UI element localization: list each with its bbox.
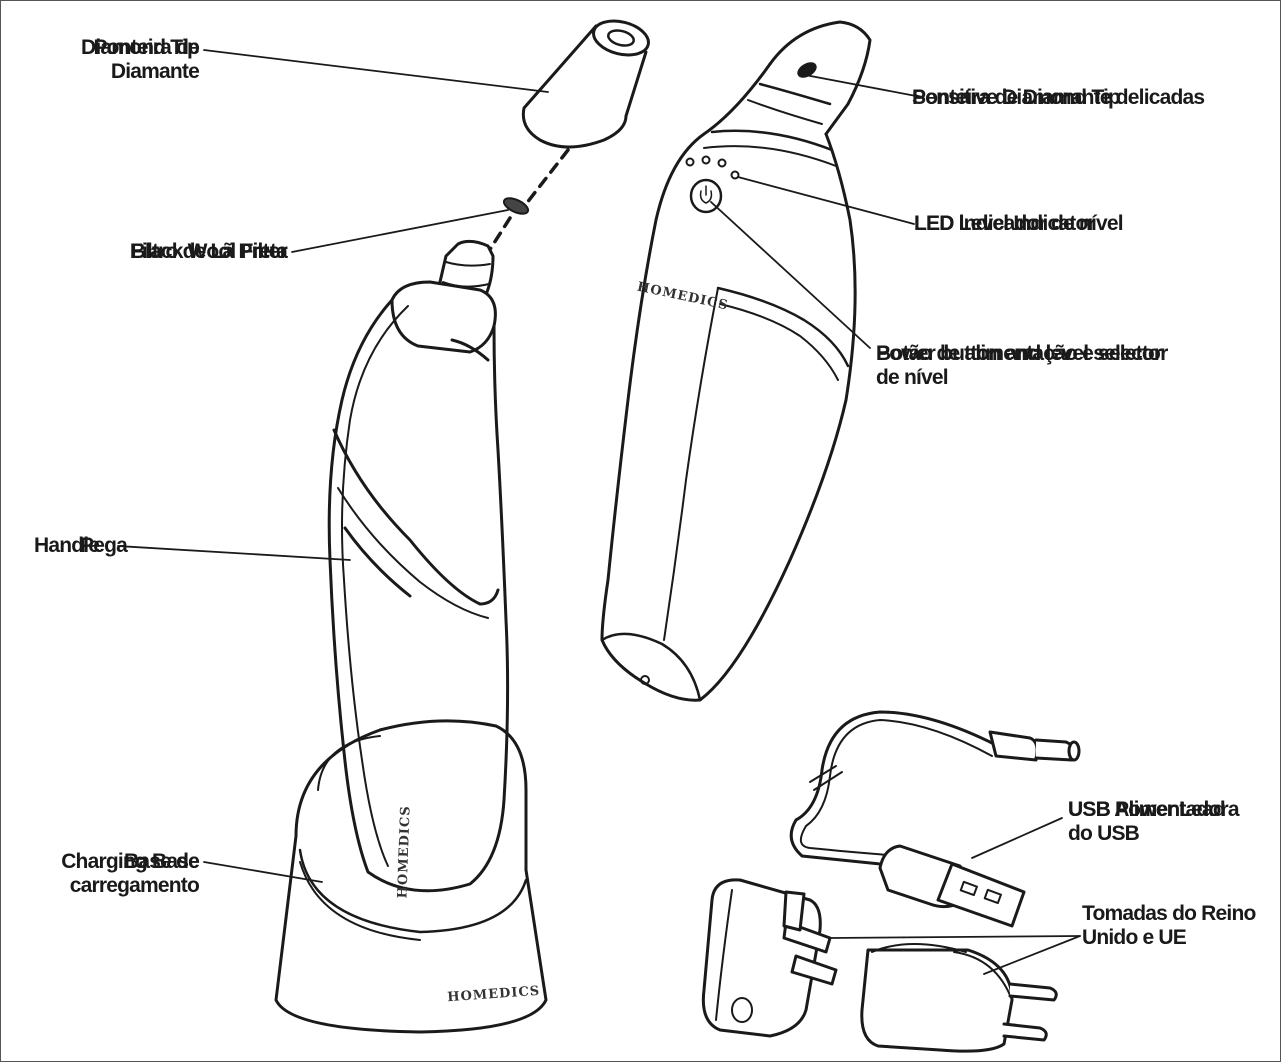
label-usb-lead-pt: USB Alimentadora do USB — [1068, 798, 1240, 845]
charging-base-part — [274, 719, 548, 1034]
brand-logo-base: HOMEDICS — [447, 984, 541, 1005]
label-usb-lead: USB Power Lead USB Alimentadora do USB — [1068, 798, 1240, 846]
label-charging-base-pt: Base de carregamento — [69, 850, 200, 897]
uk-plug-part — [701, 878, 838, 1038]
brand-logo-handle: HOMEDICS — [395, 805, 413, 898]
label-power-button-en: Power button and level selector — [876, 342, 1168, 365]
handle-part — [327, 239, 510, 893]
label-diamond-tip-en: Diamond Tip — [81, 36, 200, 59]
label-led-indicator-en: LED Level Indicator — [914, 212, 1096, 235]
label-wool-filter: Black Wool Filter Filtro de Lã Preta — [129, 240, 288, 264]
label-diamond-tip-pt: Ponteira de Diamante — [93, 36, 199, 83]
label-plugs: Tomadas do Reino Unido e UE — [1082, 902, 1256, 950]
label-diamond-tip: Diamond Tip Ponteira de Diamante — [81, 36, 200, 84]
label-handle-en: Handle — [34, 534, 100, 557]
leader-lines — [117, 49, 1081, 975]
label-wool-filter-en: Black Wool Filter — [130, 240, 288, 263]
label-power-button-pt: Botão de alimentação e seletor de nível — [876, 342, 1162, 389]
label-sensitive-tip-pt: Ponteira de Diamante delicadas — [912, 86, 1205, 109]
label-power-button: Power button and level selector Botão de… — [876, 342, 1168, 390]
wool-filter-part — [502, 197, 530, 215]
brand-logo-unit: HOMEDICS — [636, 280, 730, 314]
label-handle: Handle Pega — [34, 534, 128, 558]
label-plugs-pt: Tomadas do Reino Unido e UE — [1082, 902, 1256, 949]
label-charging-base-en: Charging Base — [61, 850, 200, 873]
diamond-tip-part — [521, 19, 650, 149]
label-sensitive-tip: Sensitive Diamond Tip Ponteira de Diaman… — [912, 86, 1205, 110]
usb-cable-part — [789, 710, 1081, 928]
label-wool-filter-pt: Filtro de Lã Preta — [129, 240, 288, 263]
assembled-unit-part — [600, 20, 872, 702]
label-led-indicator-pt: LED indicador de nível — [914, 212, 1124, 235]
label-usb-lead-en: USB Power Lead — [1068, 798, 1226, 821]
label-charging-base: Charging Base Base de carregamento — [61, 850, 200, 898]
eu-plug-part — [860, 943, 1058, 1053]
label-led-indicator: LED Level Indicator LED indicador de nív… — [914, 212, 1124, 236]
label-sensitive-tip-en: Sensitive Diamond Tip — [912, 86, 1121, 109]
label-handle-pt: Pega — [80, 534, 128, 557]
